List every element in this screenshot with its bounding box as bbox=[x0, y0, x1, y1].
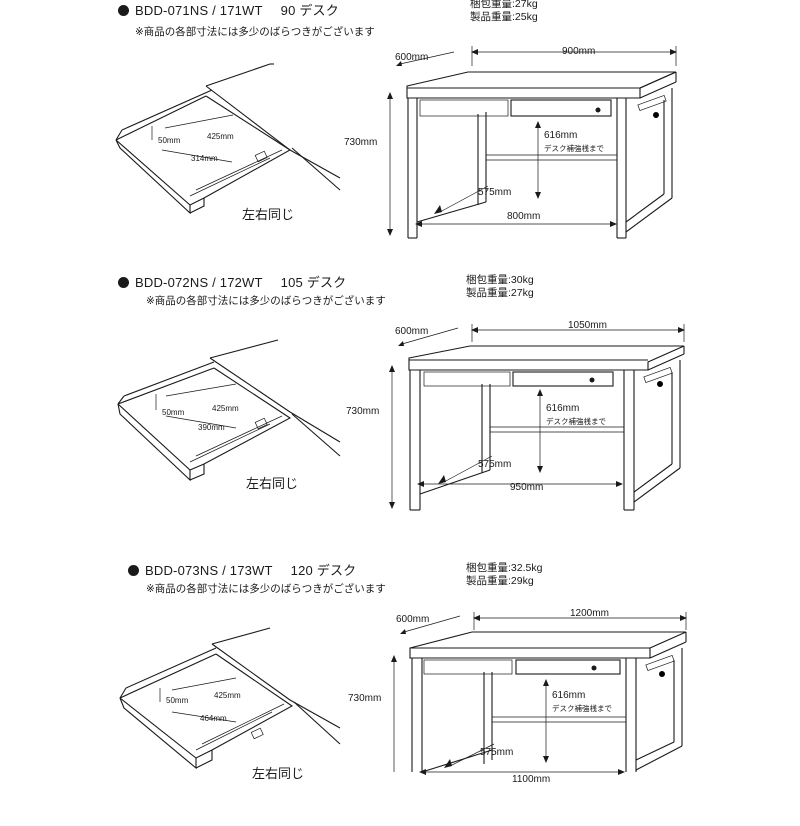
weight-info: 梱包重量:32.5kg 製品重量:29kg bbox=[466, 562, 542, 588]
drawer-depth-label: 425mm bbox=[207, 132, 234, 141]
package-weight: 梱包重量:30kg bbox=[466, 274, 534, 286]
weight-info: 梱包重量:30kg 製品重量:27kg bbox=[466, 274, 534, 300]
desk-height-label: 730mm bbox=[348, 693, 382, 704]
desk-diagram bbox=[389, 324, 685, 511]
section-drawing bbox=[115, 46, 677, 239]
desk-height-label: 730mm bbox=[346, 406, 380, 417]
desk-spec-section-105: BDD-072NS / 172WT 105 デスク ※商品の各部寸法には多少のばら… bbox=[0, 272, 800, 538]
desk-title: 120 デスク bbox=[290, 563, 357, 578]
model-number: BDD-071NS / 171WT bbox=[135, 3, 263, 18]
desk-height-label: 730mm bbox=[344, 137, 378, 148]
leg-depth-label: 575mm bbox=[480, 747, 514, 758]
bullet-dot bbox=[118, 5, 129, 16]
desk-width-label: 1200mm bbox=[570, 608, 609, 619]
desk-diagram bbox=[387, 46, 677, 239]
model-heading: BDD-071NS / 171WT 90 デスク bbox=[118, 0, 339, 19]
drawer-width-label: 314mm bbox=[191, 154, 218, 163]
product-weight: 製品重量:29kg bbox=[466, 575, 534, 587]
under-clearance-note: デスク補強桟まで bbox=[552, 704, 612, 713]
drawer-width-label: 390mm bbox=[198, 423, 225, 432]
inner-width-label: 800mm bbox=[507, 211, 541, 222]
desk-spec-section-120: BDD-073NS / 173WT 120 デスク ※商品の各部寸法には多少のばら… bbox=[0, 560, 800, 826]
desk-title: 90 デスク bbox=[280, 3, 339, 18]
under-clearance-note: デスク補強桟まで bbox=[544, 144, 604, 153]
dimension-variance-note: ※商品の各部寸法には多少のばらつきがございます bbox=[146, 583, 386, 595]
drawer-height-label: 50mm bbox=[166, 696, 189, 705]
section-drawing bbox=[117, 324, 685, 511]
drawer-diagram bbox=[117, 339, 341, 482]
model-number: BDD-072NS / 172WT bbox=[135, 275, 263, 290]
drawer-diagram bbox=[115, 63, 341, 215]
same-both-sides-label: 左右同じ bbox=[252, 766, 305, 781]
leg-depth-label: 575mm bbox=[478, 187, 512, 198]
under-clearance-label: 616mm bbox=[552, 690, 586, 701]
dimension-variance-note: ※商品の各部寸法には多少のばらつきがございます bbox=[146, 295, 386, 307]
same-both-sides-label: 左右同じ bbox=[242, 207, 295, 222]
desk-diagram bbox=[391, 612, 687, 775]
under-clearance-label: 616mm bbox=[546, 403, 580, 414]
desk-depth-label: 600mm bbox=[395, 52, 429, 63]
drawer-height-label: 50mm bbox=[162, 408, 185, 417]
package-weight: 梱包重量:27kg bbox=[470, 0, 538, 10]
model-heading: BDD-072NS / 172WT 105 デスク bbox=[118, 272, 346, 291]
product-weight: 製品重量:25kg bbox=[470, 11, 538, 23]
drawer-depth-label: 425mm bbox=[212, 404, 239, 413]
product-weight: 製品重量:27kg bbox=[466, 287, 534, 299]
desk-width-label: 900mm bbox=[562, 46, 596, 57]
drawer-width-label: 464mm bbox=[200, 714, 227, 723]
dimension-variance-note: ※商品の各部寸法には多少のばらつきがございます bbox=[135, 26, 375, 38]
desk-depth-label: 600mm bbox=[395, 326, 429, 337]
drawer-depth-label: 425mm bbox=[214, 691, 241, 700]
section-drawing bbox=[119, 612, 687, 775]
drawer-height-label: 50mm bbox=[158, 136, 181, 145]
bullet-dot bbox=[128, 565, 139, 576]
same-both-sides-label: 左右同じ bbox=[246, 476, 299, 491]
desk-width-label: 1050mm bbox=[568, 320, 607, 331]
desk-spec-section-90: BDD-071NS / 171WT 90 デスク ※商品の各部寸法には多少のばらつ… bbox=[0, 0, 800, 266]
weight-info: 梱包重量:27kg 製品重量:25kg bbox=[470, 0, 538, 24]
model-number: BDD-073NS / 173WT bbox=[145, 563, 273, 578]
under-clearance-note: デスク補強桟まで bbox=[546, 417, 606, 426]
inner-width-label: 950mm bbox=[510, 482, 544, 493]
desk-title: 105 デスク bbox=[280, 275, 347, 290]
under-clearance-label: 616mm bbox=[544, 130, 578, 141]
inner-width-label: 1100mm bbox=[512, 774, 551, 785]
desk-depth-label: 600mm bbox=[396, 614, 430, 625]
package-weight: 梱包重量:32.5kg bbox=[466, 562, 543, 574]
model-heading: BDD-073NS / 173WT 120 デスク bbox=[128, 560, 356, 579]
bullet-dot bbox=[118, 277, 129, 288]
leg-depth-label: 575mm bbox=[478, 459, 512, 470]
drawer-diagram bbox=[119, 627, 341, 770]
